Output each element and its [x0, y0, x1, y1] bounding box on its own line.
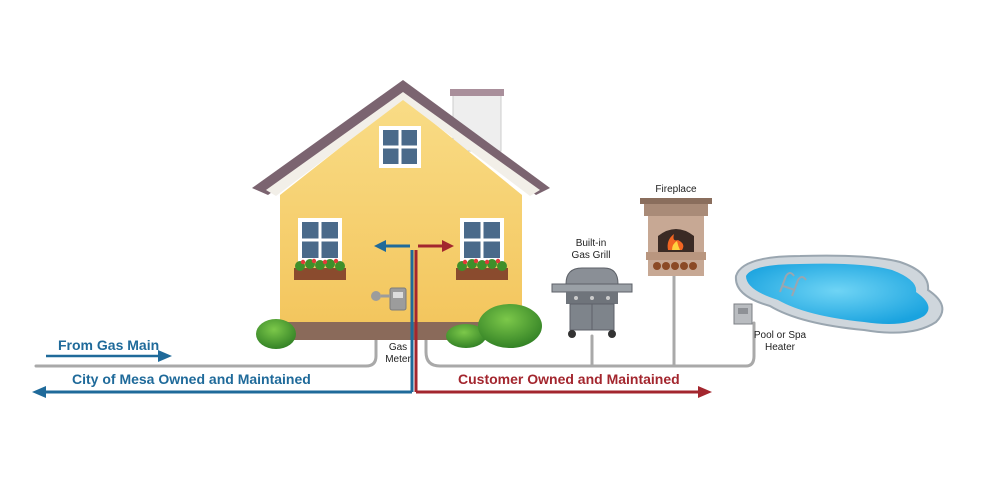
pool-ladder	[779, 272, 807, 297]
gas-grill-icon	[551, 267, 633, 338]
roof-right	[403, 80, 550, 195]
attic-window	[379, 126, 421, 168]
right-flower-box	[457, 258, 507, 271]
grill-label-line2: Gas Grill	[572, 250, 611, 261]
roof-left	[252, 80, 403, 195]
customer-owned-label: Customer Owned and Maintained	[458, 371, 680, 387]
bush-right	[446, 304, 542, 348]
city-owned-arrow	[32, 386, 412, 398]
grill-label-line1: Built-in	[576, 238, 607, 249]
main-feed-pipe	[34, 290, 378, 368]
left-window	[294, 218, 346, 280]
from-gas-main-label: From Gas Main	[58, 337, 159, 353]
fireplace-icon	[640, 198, 712, 276]
bush-left	[256, 319, 296, 349]
customer-owned-arrow	[416, 386, 712, 398]
gas-meter-label-line2: Meter	[385, 354, 411, 365]
pool-icon	[734, 254, 944, 334]
left-flower-box	[295, 258, 345, 271]
right-window	[456, 218, 508, 280]
fireplace-label: Fireplace	[655, 184, 697, 195]
heater-label-line2: Heater	[765, 342, 796, 353]
from-gas-main-arrow	[46, 350, 172, 362]
ownership-divider	[374, 240, 454, 392]
pool-heater-icon	[733, 303, 753, 325]
gas-meter-label-line1: Gas	[389, 342, 407, 353]
firewood	[653, 262, 697, 270]
city-owned-label: City of Mesa Owned and Maintained	[72, 371, 311, 387]
gas-meter-icon	[371, 287, 407, 311]
heater-label-line1: Pool or Spa	[754, 330, 807, 341]
